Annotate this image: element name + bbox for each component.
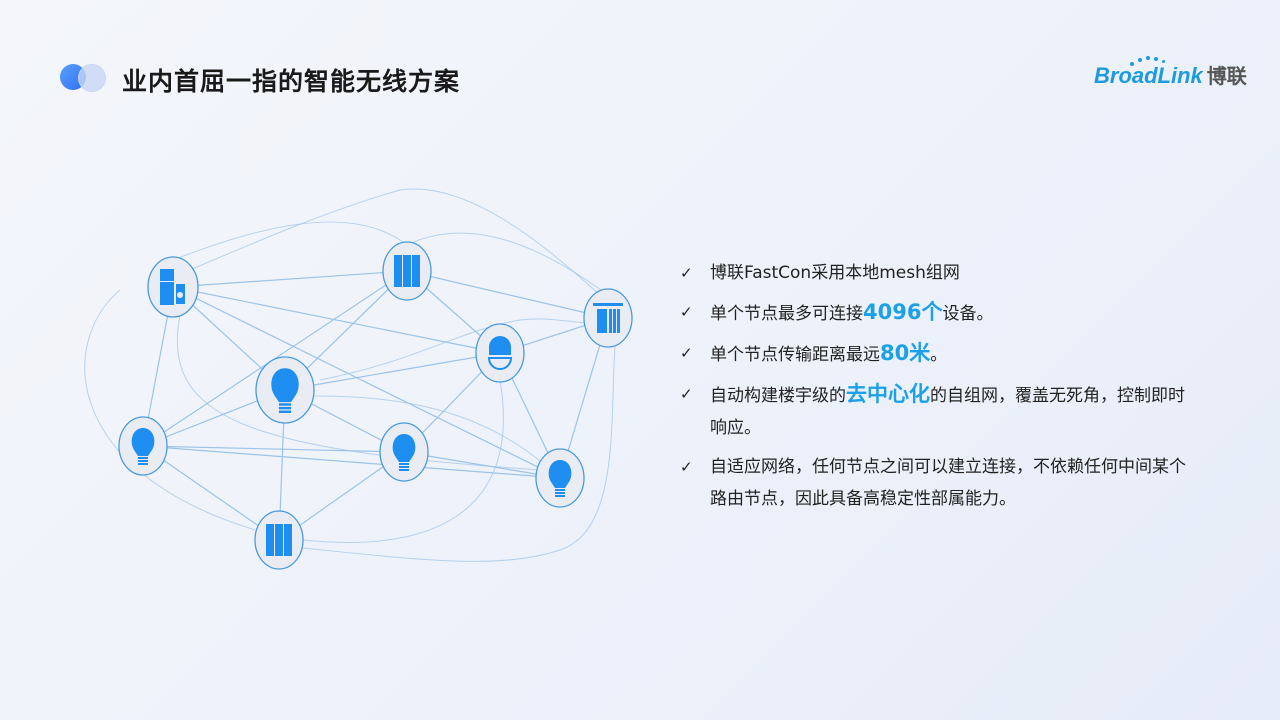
logo-cn: 博联	[1206, 64, 1247, 88]
bulb-icon	[535, 448, 585, 508]
feature-item: ✓ 单个节点最多可连接4096个设备。	[680, 296, 1200, 330]
network-link	[142, 445, 405, 453]
network-link	[142, 445, 561, 479]
feature-item: ✓ 博联FastCon采用本地mesh组网	[680, 257, 1200, 289]
feature-item: ✓ 单个节点传输距离最远80米。	[680, 337, 1200, 371]
feature-text: 自动构建楼宇级的	[710, 386, 846, 406]
bulb-icon	[118, 416, 168, 476]
network-link	[403, 451, 561, 479]
network-link	[302, 344, 616, 562]
camera-icon	[475, 323, 525, 383]
page-title: 业内首屈一指的智能无线方案	[122, 67, 461, 96]
feature-text: 自适应网络，任何节点之间可以建立连接，不依赖任何中间某个路由节点，因此具备高稳定…	[710, 457, 1186, 509]
check-icon: ✓	[680, 344, 693, 362]
network-link	[302, 379, 504, 543]
switch-icon	[382, 241, 432, 301]
feature-text: 设备。	[942, 304, 994, 324]
network-link	[172, 286, 561, 479]
bulb-icon	[255, 356, 315, 424]
logo-text: BroadLink	[1094, 63, 1203, 88]
feature-item: ✓ 自适应网络，任何节点之间可以建立连接，不依赖任何中间某个路由节点，因此具备高稳…	[680, 451, 1200, 515]
curtain-icon	[583, 288, 633, 348]
feature-text: 博联FastCon采用本地mesh组网	[710, 263, 960, 283]
feature-item: ✓ 自动构建楼宇级的去中心化的自组网，覆盖无死角，控制即时响应。	[680, 378, 1200, 444]
check-icon: ✓	[680, 458, 693, 476]
network-link	[176, 314, 541, 471]
network-link	[172, 286, 501, 354]
network-link	[406, 270, 609, 319]
logo-dots-icon	[1130, 56, 1170, 66]
network-link	[172, 270, 408, 288]
bulb-icon	[379, 422, 429, 482]
network-link	[172, 221, 408, 261]
network-link	[406, 232, 609, 296]
feature-text: 的自组网，覆盖无死角，控制即时响应。	[710, 386, 1185, 438]
feature-text: 。	[930, 345, 948, 365]
check-icon: ✓	[680, 385, 693, 403]
network-link	[309, 395, 546, 466]
title-decoration-icon	[60, 63, 108, 92]
feature-text: 单个节点传输距离最远	[710, 345, 880, 365]
network-link	[284, 352, 501, 391]
feature-highlight: 去中心化	[846, 382, 930, 406]
network-link	[84, 289, 256, 531]
feature-highlight: 4096个	[863, 300, 943, 324]
feature-list: ✓博联FastCon采用本地mesh组网 ✓单个节点最多可连接4096个设备。 …	[680, 257, 1200, 522]
switch-icon	[254, 510, 304, 570]
network-link	[189, 188, 601, 296]
feature-highlight: 80米	[880, 341, 931, 365]
fridge-icon	[147, 256, 199, 318]
network-link	[319, 317, 609, 381]
check-icon: ✓	[680, 303, 693, 321]
network-link	[142, 445, 280, 541]
feature-text: 单个节点最多可连接	[710, 304, 863, 324]
check-icon: ✓	[680, 264, 693, 282]
